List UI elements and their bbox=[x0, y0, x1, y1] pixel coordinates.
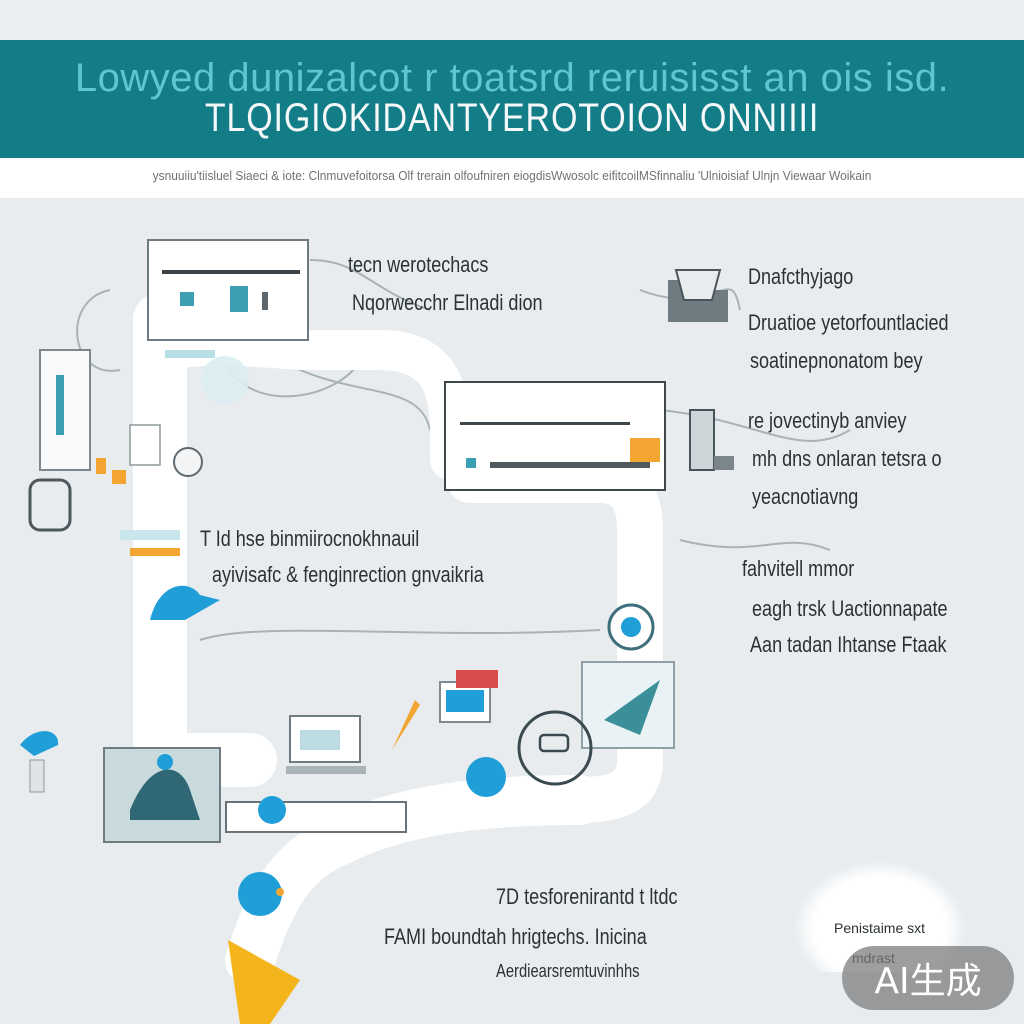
title-line-1: Lowyed dunizalcot r toatsrd reruisisst a… bbox=[74, 56, 950, 100]
image-panel-icon bbox=[103, 747, 221, 843]
note-1-line-2: Nqorwecchr Elnadi dion bbox=[352, 290, 543, 315]
note-3-line-2: mh dns onlaran tetsra o bbox=[752, 446, 942, 471]
note-6-line-1: 7D tesforenirantd t ltdc bbox=[496, 884, 678, 909]
bubble-line-1: Penistaime sxt bbox=[834, 920, 926, 936]
title-banner bbox=[0, 40, 1024, 158]
note-2-line-3: soatinepnonatom bey bbox=[750, 348, 923, 373]
cloud-blob bbox=[201, 356, 249, 404]
note-6-line-2: FAMI boundtah hrigtechs. Inicina bbox=[384, 924, 647, 949]
bottom-node-dot bbox=[276, 888, 284, 896]
small-widgets bbox=[120, 350, 215, 556]
node-circle bbox=[173, 447, 203, 477]
subtitle: ysnuuiiu'tiisluel Siaeci & iote: Clnmuve… bbox=[152, 168, 872, 183]
ai-generated-badge: AI生成 bbox=[842, 946, 1014, 1010]
folder-icon bbox=[668, 269, 728, 322]
note-4-line-2: ayivisafc & fenginrection gnvaikria bbox=[212, 562, 484, 587]
window-icon bbox=[444, 381, 666, 491]
blue-node bbox=[466, 757, 506, 797]
globe-icon bbox=[607, 603, 655, 651]
yellow-wedge bbox=[228, 940, 300, 1024]
note-5-line-1: fahvitell mmor bbox=[742, 556, 855, 581]
bottom-node-1 bbox=[258, 796, 286, 824]
left-bird-icon bbox=[20, 731, 59, 793]
bottom-bar bbox=[225, 801, 407, 833]
note-1-line-1: tecn werotechacs bbox=[348, 252, 489, 277]
note-4-line-1: T Id hse binmiirocnokhnauil bbox=[200, 526, 420, 551]
marker-icon bbox=[150, 585, 220, 620]
note-5-line-3: Aan tadan Ihtanse Ftaak bbox=[750, 632, 947, 657]
document-icon bbox=[392, 670, 498, 750]
workflow-diagram bbox=[20, 239, 851, 1024]
subtitle-band bbox=[0, 158, 1024, 198]
note-3-line-1: re jovectinyb anviey bbox=[748, 408, 907, 433]
note-5-line-2: eagh trsk Uactionnapate bbox=[752, 596, 948, 621]
note-6-line-3: Aerdiearsremtuvinhhs bbox=[496, 961, 640, 981]
title-line-2: TLQIGIOKIDANTYEROTOION ONNIIII bbox=[204, 96, 820, 140]
monitor-icon bbox=[147, 239, 309, 341]
right-device-icon bbox=[689, 409, 734, 471]
connector-lines bbox=[76, 259, 851, 641]
device-icon bbox=[28, 349, 126, 532]
top-strip bbox=[0, 0, 1024, 40]
bottom-node-2 bbox=[238, 872, 282, 916]
laptop-icon bbox=[286, 715, 366, 774]
note-2-line-1: Dnafcthyjago bbox=[748, 264, 854, 289]
note-2-line-2: Druatioe yetorfountlacied bbox=[748, 310, 949, 335]
send-card-icon bbox=[581, 661, 675, 749]
note-3-line-3: yeacnotiavng bbox=[752, 484, 859, 509]
hand-icon bbox=[517, 710, 593, 786]
